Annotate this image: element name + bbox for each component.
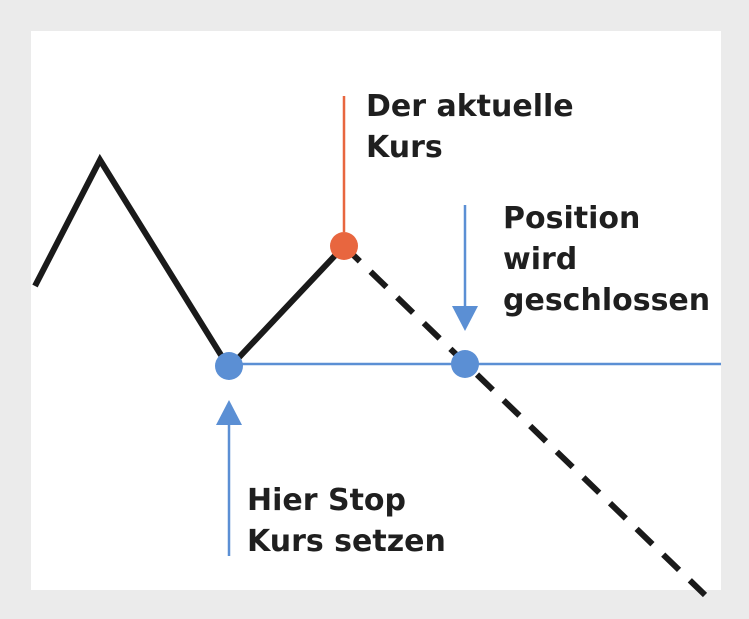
- price-path-projected: [341, 243, 708, 598]
- stop-set-marker: [215, 352, 243, 380]
- current-price-marker: [330, 232, 358, 260]
- current-price-label: Der aktuelle Kurs: [366, 89, 574, 165]
- arrow-down-icon: [452, 306, 478, 331]
- arrow-up-icon: [216, 400, 242, 425]
- stop-price-label: Hier Stop Kurs setzen: [247, 483, 446, 559]
- price-path-solid: [32, 153, 347, 373]
- diagram-panel: [31, 31, 721, 590]
- position-closed-label: Position wird geschlossen: [503, 201, 711, 318]
- position-closed-marker: [451, 350, 479, 378]
